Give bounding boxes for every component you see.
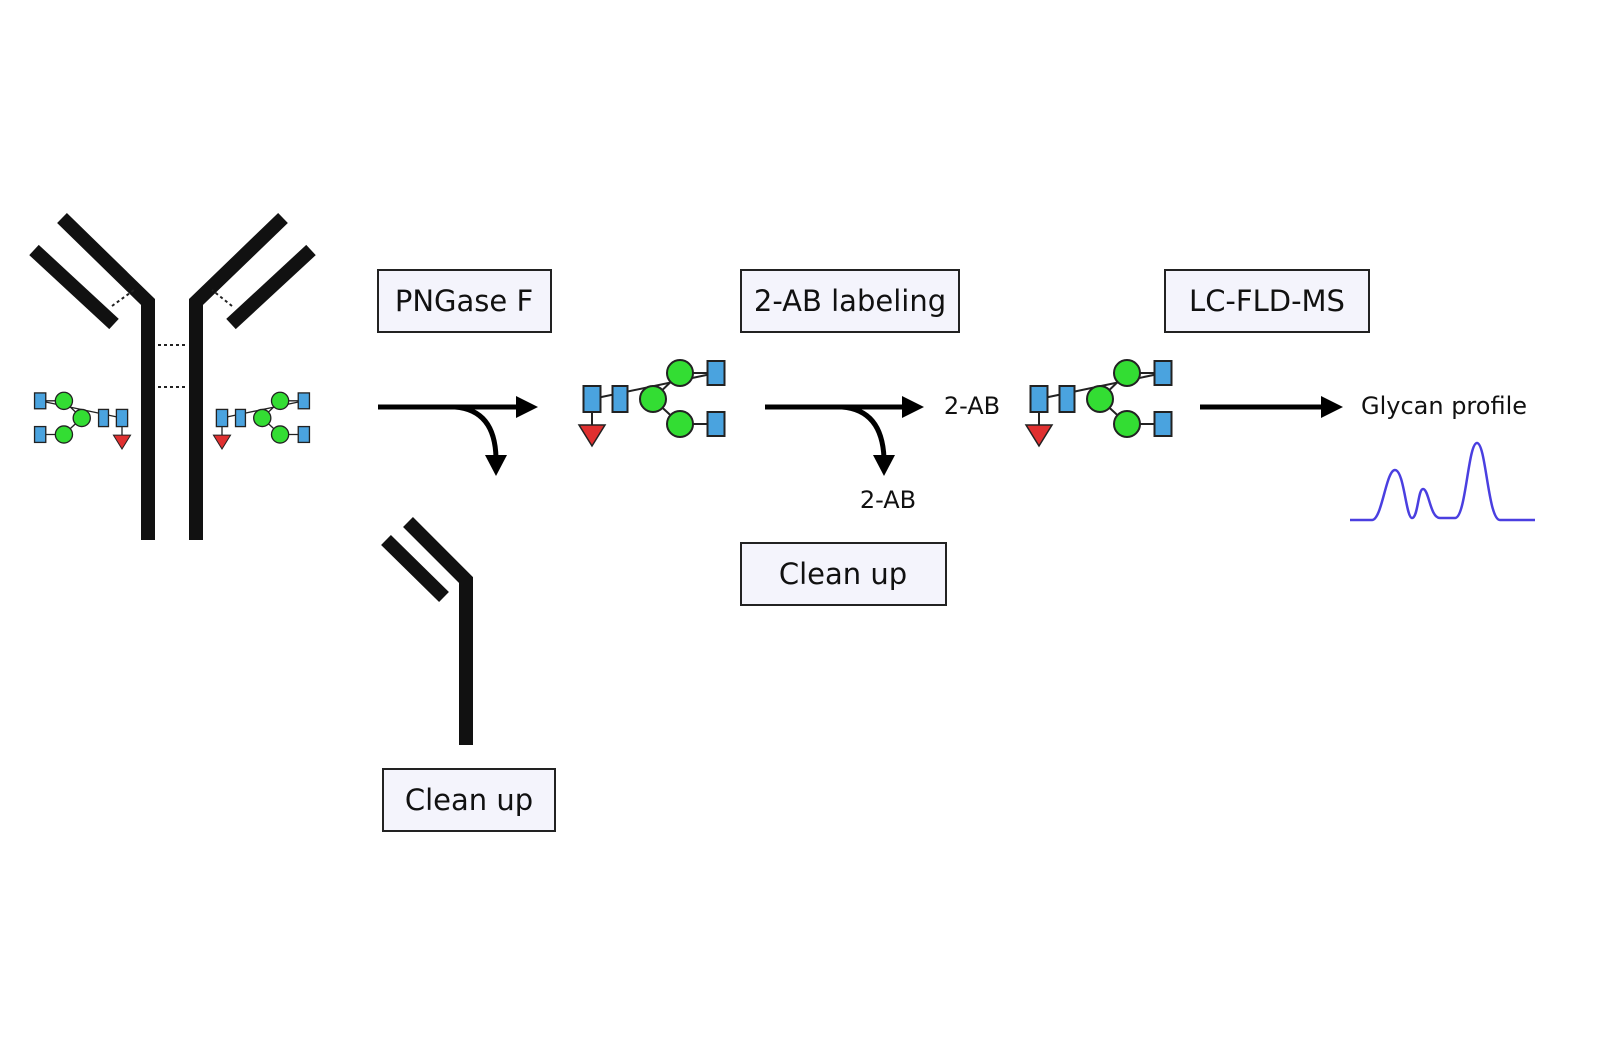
cleanup-label: Clean up [405, 783, 533, 817]
glycan-icon [577, 359, 726, 448]
glcnac-square [1153, 360, 1173, 386]
glycan-icon [1024, 359, 1173, 448]
cleanup-box-2: Clean up [740, 542, 947, 606]
2ab-tag-label: 2-AB [944, 392, 1000, 420]
glcnac-square [215, 408, 229, 428]
lcms-label: LC-FLD-MS [1189, 284, 1345, 318]
glcnac-square [234, 408, 247, 428]
glcnac-square [706, 360, 726, 386]
fucose-triangle [1024, 424, 1054, 448]
glcnac-square [1058, 385, 1076, 413]
glycan-icon [33, 391, 132, 450]
2ab-removed-label: 2-AB [860, 486, 916, 514]
glcnac-square [611, 385, 629, 413]
glcnac-square [97, 408, 110, 428]
glcnac-square [115, 408, 129, 428]
arrow-icon [765, 396, 924, 476]
mannose-circle [270, 425, 290, 444]
mannose-circle [666, 359, 694, 387]
mannose-circle [270, 391, 290, 411]
labeling-label: 2-AB labeling [754, 284, 946, 318]
glcnac-square [1029, 385, 1049, 413]
glcnac-square [1153, 411, 1173, 437]
glcnac-square [33, 425, 47, 444]
arrow-icon [1200, 396, 1343, 418]
mannose-circle [72, 408, 91, 428]
fab-fragment-icon [381, 517, 473, 745]
glcnac-square [582, 385, 602, 413]
fucose-triangle [212, 434, 232, 450]
cleanup-box-1: Clean up [382, 768, 556, 832]
mannose-circle [666, 410, 694, 438]
glcnac-square [33, 392, 47, 410]
glcnac-square [297, 392, 311, 410]
glycan-profile-label: Glycan profile [1361, 392, 1527, 420]
pngase-label: PNGase F [395, 284, 533, 318]
labeling-box: 2-AB labeling [740, 269, 960, 333]
glycan-icon [212, 391, 311, 450]
mannose-circle [639, 385, 667, 413]
chromatogram-icon [1350, 441, 1535, 522]
fucose-triangle [112, 434, 132, 450]
mannose-circle [253, 408, 272, 428]
mannose-circle [1113, 359, 1141, 387]
antibody-icon [29, 212, 316, 540]
fucose-triangle [577, 424, 607, 448]
glcnac-square [706, 411, 726, 437]
arrow-icon [378, 396, 538, 476]
mannose-circle [54, 391, 74, 411]
mannose-circle [1113, 410, 1141, 438]
mannose-circle [54, 425, 74, 444]
lcms-box: LC-FLD-MS [1164, 269, 1370, 333]
mannose-circle [1086, 385, 1114, 413]
cleanup-label: Clean up [779, 557, 907, 591]
glcnac-square [297, 425, 311, 444]
pngase-box: PNGase F [377, 269, 552, 333]
